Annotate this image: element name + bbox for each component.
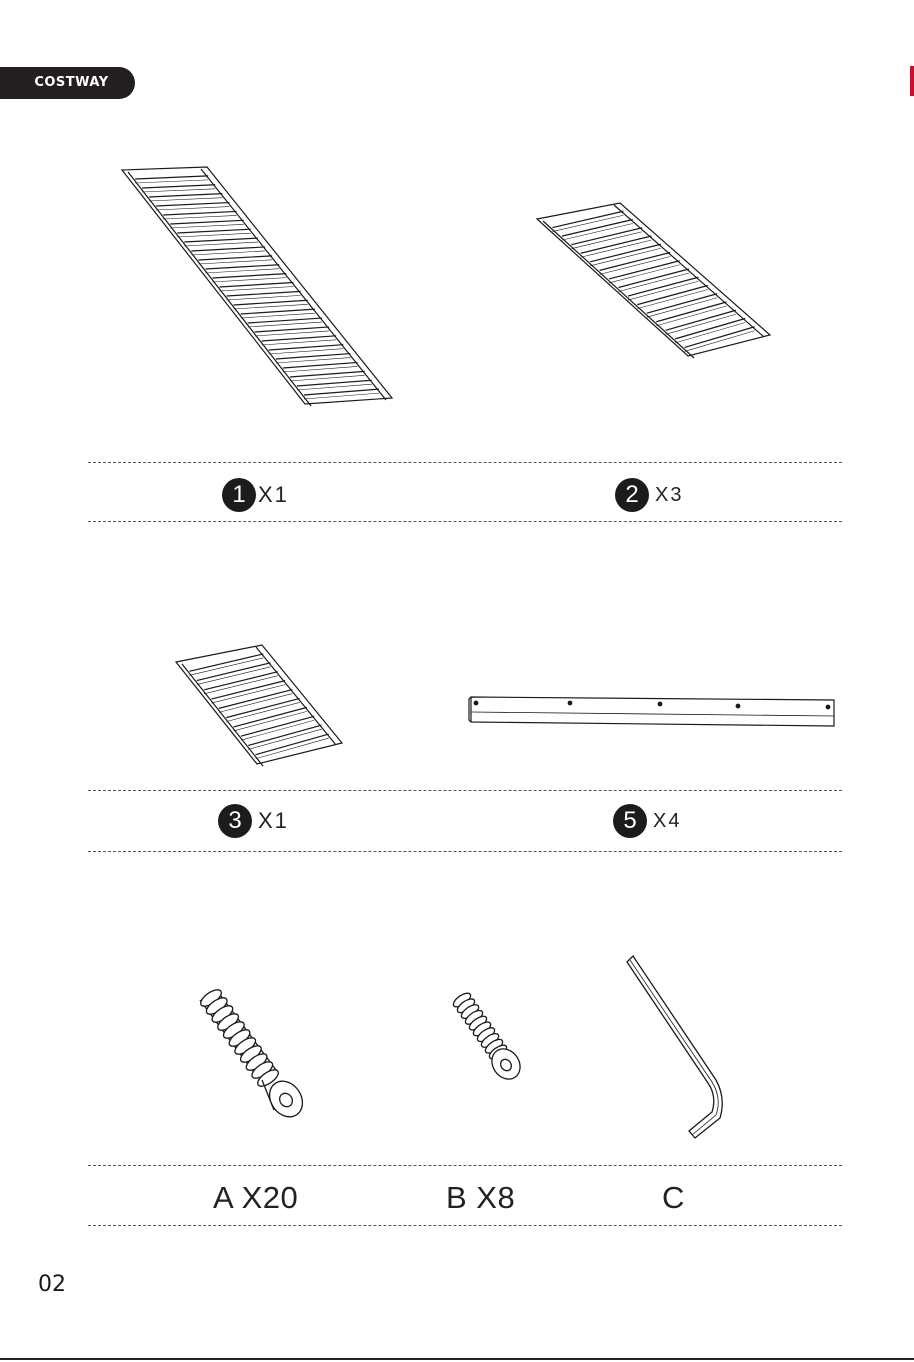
page-number: 02 (38, 1272, 66, 1297)
screw-a-icon (198, 987, 309, 1123)
part-quantity: X1 (258, 808, 289, 834)
part-number-badge: 2 (615, 478, 649, 512)
part-label-1: 1 X1 (222, 478, 289, 512)
divider (88, 1225, 842, 1226)
allen-key-icon (627, 956, 722, 1138)
part-quantity: X4 (653, 810, 681, 833)
part-number-badge: 3 (218, 804, 252, 838)
hardware-label-c: C (662, 1180, 685, 1216)
footer-rule (0, 1358, 914, 1360)
part-number-badge: 1 (222, 478, 256, 512)
divider (88, 851, 842, 852)
screw-b-icon (451, 991, 526, 1085)
part-quantity: X3 (655, 484, 683, 507)
divider (88, 1165, 842, 1166)
part-number-badge: 5 (613, 804, 647, 838)
part-label-5: 5 X4 (613, 804, 681, 838)
hardware-label-a: A X20 (213, 1180, 298, 1216)
hardware-label-b: B X8 (446, 1180, 515, 1216)
divider (88, 462, 842, 463)
part-label-3: 3 X1 (218, 804, 289, 838)
divider (88, 521, 842, 522)
divider (88, 790, 842, 791)
part-label-2: 2 X3 (615, 478, 683, 512)
part-quantity: X1 (258, 482, 289, 508)
